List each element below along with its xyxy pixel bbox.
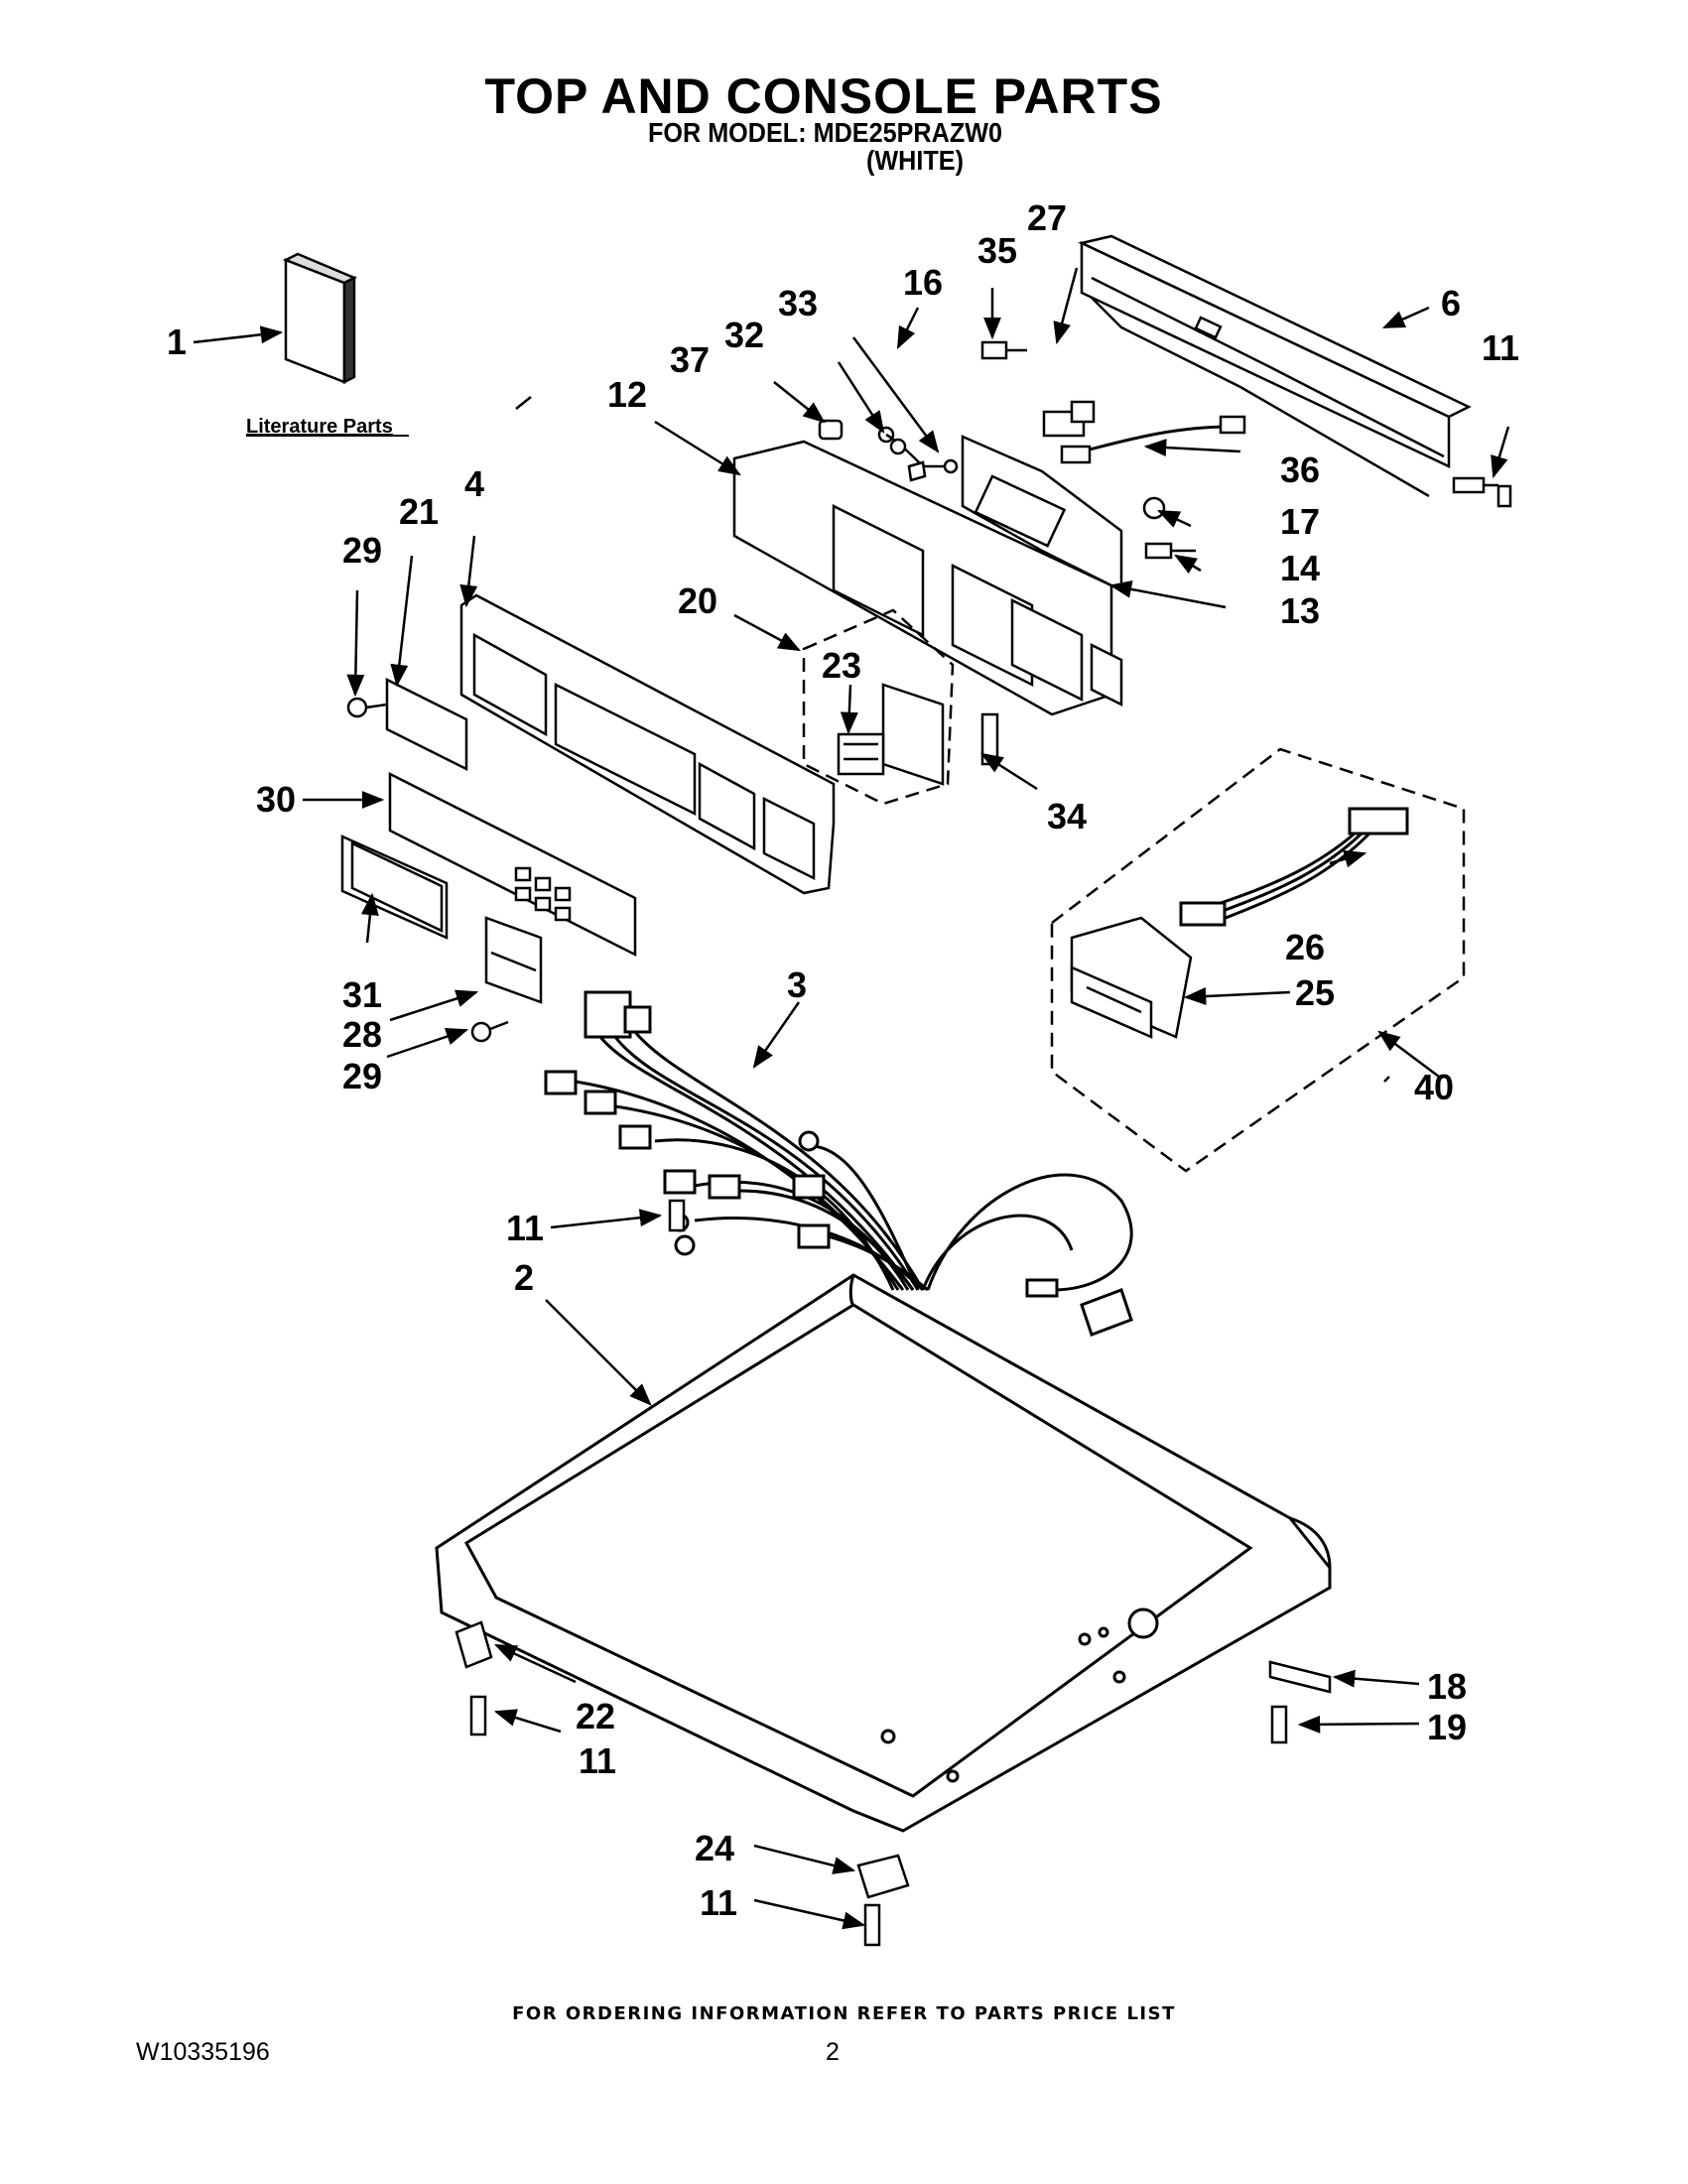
callout-2: 2 bbox=[514, 1257, 534, 1298]
callout-20: 20 bbox=[678, 580, 717, 621]
display-board-part bbox=[961, 435, 1123, 593]
page-number: 2 bbox=[826, 2038, 840, 2066]
callout-17: 17 bbox=[1280, 501, 1320, 542]
callout-13: 13 bbox=[1280, 590, 1320, 631]
group-20-boundary bbox=[802, 608, 955, 806]
callout-33: 33 bbox=[778, 283, 818, 323]
callout-29-top: 29 bbox=[342, 530, 382, 571]
callout-23: 23 bbox=[822, 645, 861, 686]
model-line: FOR MODEL: MDE25PRAZW0 bbox=[648, 117, 1003, 148]
callout-28: 28 bbox=[342, 1014, 382, 1055]
dispenser-housing-25-part bbox=[1070, 916, 1193, 1039]
bracket-and-screw-parts bbox=[346, 697, 543, 1043]
harness-26-part bbox=[1179, 807, 1409, 927]
callout-18: 18 bbox=[1427, 1666, 1467, 1707]
callout-11-harness: 11 bbox=[506, 1208, 544, 1248]
callout-22: 22 bbox=[576, 1696, 615, 1736]
callout-34: 34 bbox=[1047, 796, 1087, 836]
callout-19: 19 bbox=[1427, 1707, 1467, 1747]
color-line: (WHITE) bbox=[866, 145, 964, 176]
callout-40: 40 bbox=[1414, 1067, 1454, 1107]
leader-arrows bbox=[193, 267, 1510, 1930]
callout-11-left-foot: 11 bbox=[579, 1740, 616, 1781]
callout-1: 1 bbox=[167, 321, 187, 362]
literature-booklet-part bbox=[282, 252, 357, 385]
console-frame-part bbox=[732, 440, 1123, 716]
callout-37: 37 bbox=[670, 339, 710, 380]
callout-32: 32 bbox=[724, 315, 764, 355]
callout-3: 3 bbox=[787, 964, 807, 1005]
callout-12: 12 bbox=[607, 374, 647, 415]
callout-36: 36 bbox=[1280, 450, 1320, 490]
callout-35: 35 bbox=[977, 230, 1017, 271]
group-40-boundary bbox=[1050, 747, 1466, 1173]
callout-11-bottom: 11 bbox=[700, 1882, 737, 1923]
literature-parts-label: Literature Parts bbox=[246, 416, 393, 438]
callout-4: 4 bbox=[464, 463, 484, 504]
top-panel-part bbox=[435, 1273, 1332, 1833]
callout-16: 16 bbox=[903, 262, 943, 303]
console-front-panel-part bbox=[459, 593, 836, 895]
console-rear-bracket-part bbox=[1078, 234, 1472, 498]
callout-24: 24 bbox=[695, 1828, 734, 1868]
callout-6: 6 bbox=[1441, 283, 1461, 323]
page-title: TOP AND CONSOLE PARTS bbox=[484, 68, 1163, 124]
ordering-note: FOR ORDERING INFORMATION REFER TO PARTS … bbox=[512, 2003, 1176, 2024]
callout-30: 30 bbox=[256, 779, 296, 820]
overlay-panel-parts bbox=[340, 677, 637, 958]
switch-board-part bbox=[837, 683, 999, 786]
callout-26: 26 bbox=[1285, 927, 1325, 967]
callout-21: 21 bbox=[399, 491, 439, 532]
callout-27: 27 bbox=[1027, 197, 1067, 238]
wiring-harness-part bbox=[544, 990, 1133, 1337]
callout-14: 14 bbox=[1280, 548, 1320, 588]
callout-31: 31 bbox=[342, 974, 382, 1015]
document-number: W10335196 bbox=[136, 2038, 270, 2066]
callout-11-top-right: 11 bbox=[1482, 327, 1519, 368]
mounting-brackets-parts bbox=[454, 484, 1512, 1947]
callout-25: 25 bbox=[1295, 972, 1335, 1013]
callout-29-bottom: 29 bbox=[342, 1056, 382, 1096]
